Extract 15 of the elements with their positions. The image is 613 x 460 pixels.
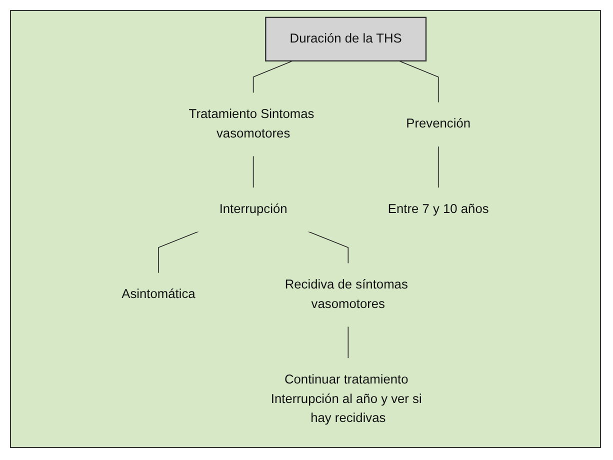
connector — [348, 326, 349, 359]
node-text: Entre 7 y 10 años — [388, 202, 490, 216]
connector — [253, 155, 254, 188]
node-text: Interrupción — [220, 202, 288, 216]
node-text: Asintomática — [122, 288, 196, 302]
connector — [253, 60, 294, 94]
node-text: Recidiva de síntomas vasomotores — [285, 278, 408, 312]
diagram-panel: Duración de la THS Tratamiento Sintomas vasomotores Prevención Interrupción Asintomática Recidiva de síntomas vasomotores Continuar tratamiento Interrupción al año y ver si hay recidivas Entre 7 y 10 años — [10, 10, 601, 448]
connector — [158, 231, 200, 274]
connector — [438, 146, 440, 188]
node-text: Prevención — [406, 117, 471, 131]
connector — [308, 231, 349, 264]
node-text: Tratamiento Sintomas vasomotores — [189, 108, 315, 141]
node-box — [265, 16, 427, 62]
node-text: Continuar tratamiento Interrupción al año y ver si hay recidivas — [271, 372, 422, 426]
